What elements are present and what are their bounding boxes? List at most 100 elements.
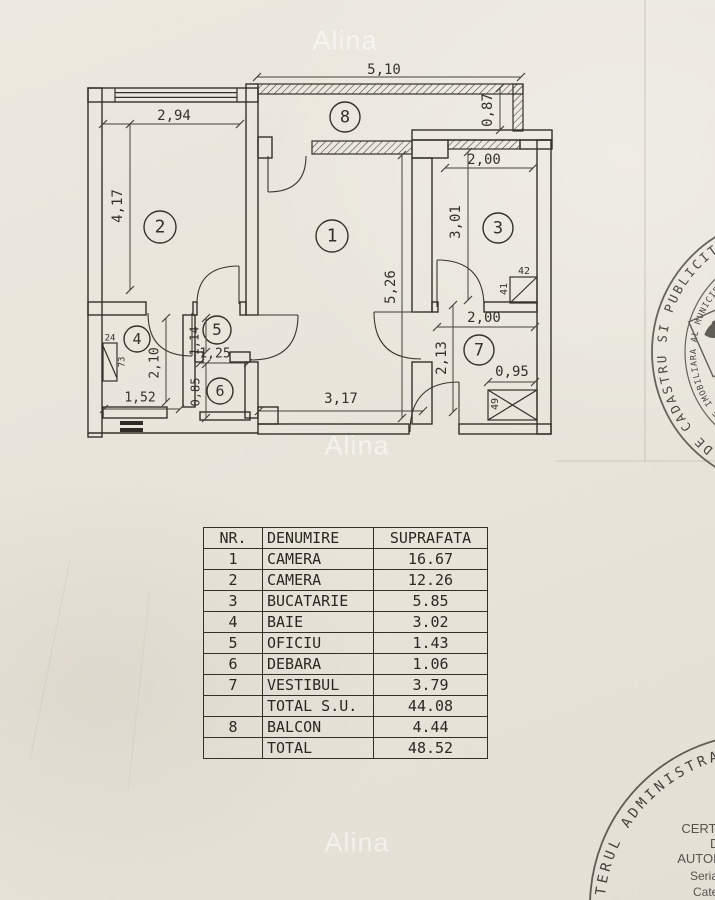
fixtures: [102, 276, 538, 432]
threshold: [120, 421, 143, 432]
room-number: 4: [132, 330, 141, 348]
dimension: 3,01: [448, 147, 473, 305]
door-room2: [196, 265, 240, 305]
cell-nr: 4: [203, 611, 263, 633]
cell-suprafata: 16.67: [373, 548, 488, 570]
cell-denumire: BUCATARIE: [262, 590, 374, 612]
svg-text:DE PUBLICITATE IMOBILIARA AL M: DE PUBLICITATE IMOBILIARA AL MUNICIPIULU…: [689, 265, 715, 451]
dimension-label: 49: [490, 398, 501, 410]
dimension: 73: [118, 357, 128, 368]
dimension: 0,85: [189, 359, 211, 423]
dimension-label: 2,94: [157, 108, 191, 124]
cell-denumire: TOTAL S.U.: [262, 695, 374, 717]
stamp-minister: MINISTERUL ADMINISTRATIEI PUBLICE CERTIF…: [589, 739, 715, 900]
stamp-cadastru-ring-inner: DE PUBLICITATE IMOBILIARA AL MUNICIPIULU…: [689, 265, 715, 451]
cell-suprafata: 48.52: [373, 737, 488, 759]
dimension: 49: [490, 398, 501, 410]
room-number: 8: [340, 108, 350, 128]
dimension: 0,95: [483, 364, 540, 387]
room-marker: 4: [123, 325, 151, 353]
room-marker: 1: [315, 219, 349, 253]
table-header-cell: NR.: [203, 527, 263, 549]
door-kitchen: [436, 259, 485, 308]
room-number: 2: [155, 217, 166, 238]
table-row: TOTAL S.U.44.08: [203, 695, 488, 717]
cell-nr: 7: [203, 674, 263, 696]
certificate-line: DE: [710, 836, 715, 851]
room-markers: 1 2 3 4 5 6 7 8: [123, 101, 514, 405]
dimension: 2,10: [148, 313, 171, 407]
dimension-label: 1,52: [124, 391, 155, 406]
kitchen-window: [447, 139, 521, 150]
windows: [114, 83, 524, 155]
dimension: 24: [105, 334, 116, 344]
cell-suprafata: 1.43: [373, 632, 488, 654]
cell-denumire: VESTIBUL: [262, 674, 374, 696]
cell-denumire: BALCON: [262, 716, 374, 738]
creases: [29, 0, 715, 791]
dimension-label: 4,17: [110, 189, 126, 223]
table-header-cell: SUPRAFATA: [373, 527, 488, 549]
cell-nr: 3: [203, 590, 263, 612]
cell-nr: 2: [203, 569, 263, 591]
dimension-label: 41: [499, 283, 510, 295]
cell-nr: 1: [203, 548, 263, 570]
dimension: 5,26: [383, 150, 407, 423]
cell-nr: 5: [203, 632, 263, 654]
dimension-label: 42: [518, 266, 530, 277]
balcony-window: [311, 140, 413, 155]
cell-denumire: OFICIU: [262, 632, 374, 654]
dimension-label: 5,26: [383, 270, 399, 304]
room-number: 1: [327, 226, 338, 247]
dimension-label: 5,10: [367, 62, 401, 78]
dimension: 1,14: [188, 313, 211, 357]
door-vestibul: [373, 311, 422, 360]
cell-suprafata: 3.02: [373, 611, 488, 633]
shaft-kitchen: [509, 276, 538, 304]
room-marker: 2: [143, 210, 177, 244]
stamp-cadastru: OFICIUL DE CADASTRU SI PUBLICITATE DE PU…: [651, 226, 715, 486]
dimension-label: 0,85: [189, 378, 203, 407]
room-number: 3: [493, 219, 503, 239]
cell-suprafata: 44.08: [373, 695, 488, 717]
cell-denumire: BAIE: [262, 611, 374, 633]
dimension: 5,10: [252, 62, 526, 82]
dimension: 3,17: [254, 391, 428, 416]
doors: [147, 155, 485, 433]
cell-denumire: DEBARA: [262, 653, 374, 675]
room-marker: 7: [463, 334, 495, 366]
cell-denumire: CAMERA: [262, 569, 374, 591]
dimension-label: 1,14: [188, 327, 202, 356]
certificate-line: Seria B Nr.: [690, 869, 715, 883]
room-number: 6: [215, 382, 224, 400]
room-marker: 3: [482, 212, 514, 244]
room-number: 5: [212, 320, 222, 339]
dimension-label: 2,00: [467, 310, 501, 326]
dimension-label: 1,25: [199, 347, 230, 362]
dimension: 4,17: [110, 119, 135, 295]
table-header-cell: DENUMIRE: [262, 527, 374, 549]
dimension: 41: [499, 283, 510, 295]
dimension: 1,25: [195, 347, 253, 368]
shaft-vestibul: [487, 389, 538, 421]
dimension-label: 0,87: [480, 93, 496, 127]
certificate-line: CERTIFICAT: [681, 821, 715, 836]
dimension: 1,52: [99, 391, 185, 414]
cell-nr: 8: [203, 716, 263, 738]
bathtub: [102, 342, 118, 382]
certificate-text: CERTIFICATDEAUTORIZARESeria B Nr.Categor…: [677, 821, 715, 899]
balcony-parapet-right: [512, 83, 524, 132]
door-balcony: [267, 155, 307, 193]
dimension: 2,94: [98, 108, 245, 129]
dimension: 0,87: [480, 83, 505, 135]
dimension: 2,00: [440, 152, 538, 173]
